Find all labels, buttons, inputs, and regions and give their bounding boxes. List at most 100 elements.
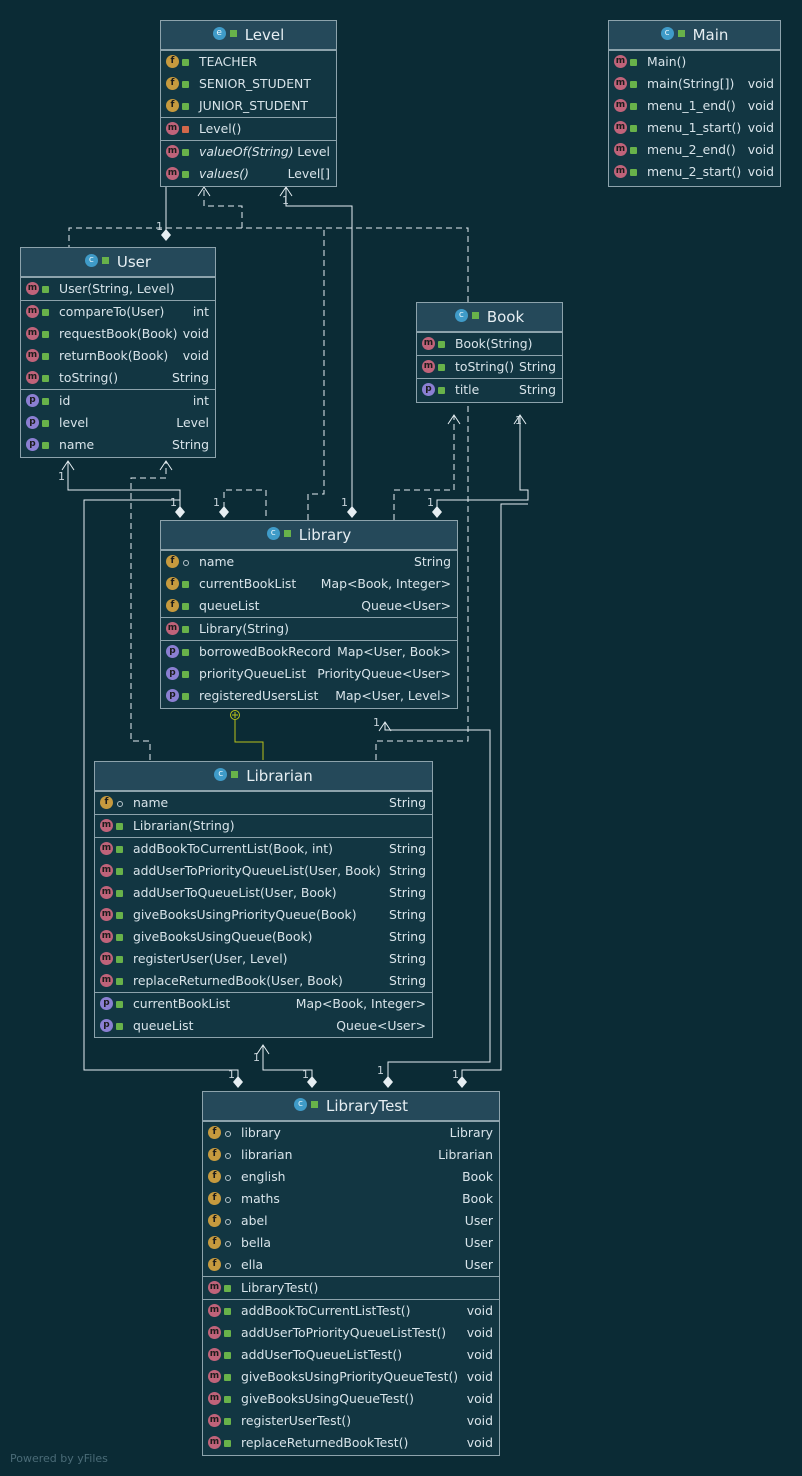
- field-icon: f: [166, 77, 179, 90]
- public-icon: [224, 1308, 231, 1315]
- public-icon: [182, 626, 189, 633]
- package-private-icon: [182, 559, 189, 566]
- property-name: queueList: [133, 1018, 194, 1033]
- field-icon: f: [208, 1214, 221, 1227]
- method-icon: m: [26, 349, 39, 362]
- public-icon: [224, 1374, 231, 1381]
- arrowhead-librarian: [256, 1044, 270, 1055]
- multiplicity-label: 1: [282, 194, 289, 207]
- package-private-icon: [224, 1196, 231, 1203]
- property-icon: p: [26, 438, 39, 451]
- public-icon: [224, 1285, 231, 1292]
- edge-inner-class: [234, 720, 264, 760]
- property-type: Level: [176, 415, 209, 430]
- public-icon: [438, 387, 445, 394]
- property-type: int: [192, 393, 209, 408]
- field-icon: f: [166, 577, 179, 590]
- multiplicity-label: 1: [228, 1068, 235, 1081]
- package-private-icon: [116, 800, 123, 807]
- field-type: Book: [462, 1191, 493, 1206]
- diamond-test-c: [383, 1076, 393, 1088]
- public-icon: [224, 1352, 231, 1359]
- property-name: currentBookList: [133, 996, 231, 1011]
- powered-by-footer: Powered by yFiles: [10, 1452, 108, 1465]
- public-icon: [116, 978, 123, 985]
- method-type: void: [747, 76, 774, 91]
- method-icon: m: [100, 974, 113, 987]
- property-icon: p: [166, 667, 179, 680]
- field-icon: f: [208, 1192, 221, 1205]
- property-type: String: [519, 382, 556, 397]
- public-icon: [182, 581, 189, 588]
- public-icon: [42, 309, 49, 316]
- field-type: Book: [462, 1169, 493, 1184]
- edge-user-library-b: [223, 489, 267, 520]
